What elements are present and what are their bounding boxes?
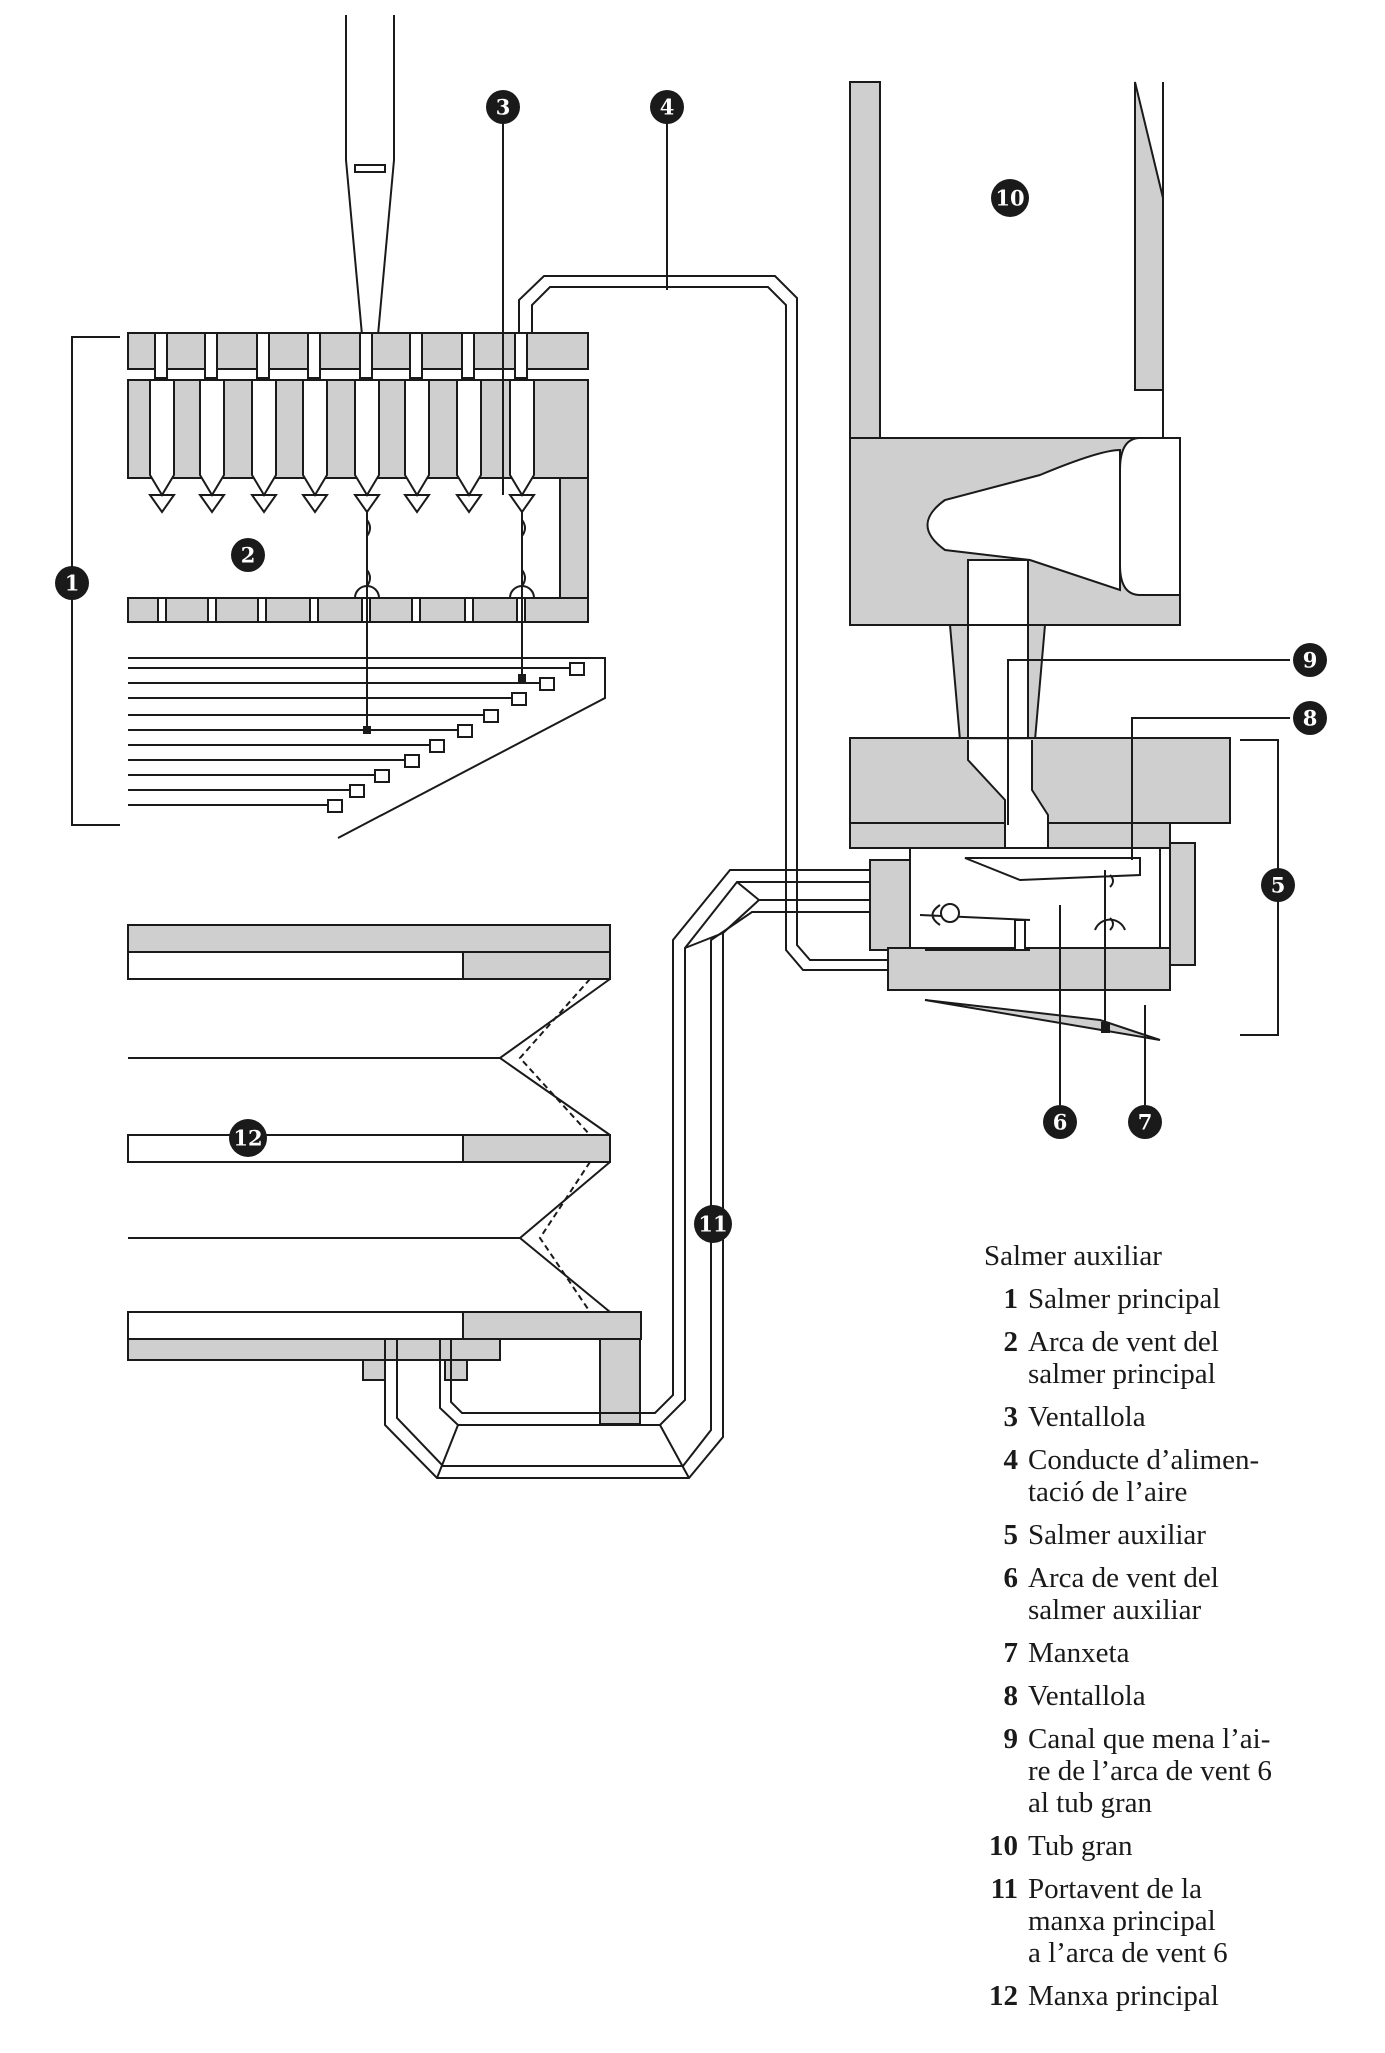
callout-7: 7 bbox=[1128, 1105, 1162, 1139]
legend-item: 11 Portavent de la manxa principal a l’ar… bbox=[984, 1873, 1324, 1969]
legend-item: 12 Manxa principal bbox=[984, 1980, 1324, 2012]
legend-item-number: 12 bbox=[989, 1980, 1018, 2012]
legend-item-number: 3 bbox=[1003, 1401, 1019, 1433]
svg-text:6: 6 bbox=[1053, 1110, 1068, 1135]
legend-item-label: Arca de vent del salmer principal bbox=[1028, 1326, 1219, 1390]
legend-item-label: Arca de vent del salmer auxiliar bbox=[1028, 1562, 1219, 1626]
legend-item-label: Ventallola bbox=[1028, 1401, 1146, 1433]
big-pipe bbox=[849, 81, 1181, 741]
callout-11: 11 bbox=[694, 1205, 732, 1243]
legend-item-number: 8 bbox=[1003, 1680, 1019, 1712]
legend-item-number: 7 bbox=[1003, 1637, 1019, 1669]
legend-item: 4 Conducte d’alimen- tació de l’aire bbox=[984, 1444, 1324, 1508]
legend-item-label: Salmer auxiliar bbox=[1028, 1519, 1206, 1551]
legend-item: 10 Tub gran bbox=[984, 1830, 1324, 1862]
legend-item: 5 Salmer auxiliar bbox=[984, 1519, 1324, 1551]
auxiliary-windchest bbox=[849, 659, 1290, 1105]
legend-item: 2 Arca de vent del salmer principal bbox=[984, 1326, 1324, 1390]
legend-item: 3 Ventallola bbox=[984, 1401, 1324, 1433]
legend-item-number: 2 bbox=[1003, 1326, 1019, 1358]
legend-item-number: 4 bbox=[1003, 1444, 1019, 1476]
legend-item: 7 Manxeta bbox=[984, 1637, 1324, 1669]
callout-10: 10 bbox=[991, 179, 1029, 217]
svg-text:9: 9 bbox=[1303, 648, 1318, 673]
legend-item-number: 5 bbox=[1003, 1519, 1019, 1551]
legend-item-label: Salmer principal bbox=[1028, 1283, 1221, 1315]
legend-item-label: Manxa principal bbox=[1028, 1980, 1219, 2012]
pipe-top-left bbox=[345, 15, 395, 336]
callout-1: 1 bbox=[55, 566, 89, 600]
wind-conduct bbox=[518, 275, 1010, 971]
callout-6: 6 bbox=[1043, 1105, 1077, 1139]
callout-5: 5 bbox=[1261, 868, 1295, 902]
svg-text:12: 12 bbox=[233, 1126, 262, 1151]
legend-item-label: Canal que mena l’ai- re de l’arca de ven… bbox=[1028, 1723, 1272, 1819]
svg-text:3: 3 bbox=[496, 95, 511, 120]
callout-8: 8 bbox=[1293, 701, 1327, 735]
svg-text:7: 7 bbox=[1138, 1110, 1153, 1135]
legend-item-label: Ventallola bbox=[1028, 1680, 1146, 1712]
pallet-row bbox=[148, 494, 536, 514]
callout-4: 4 bbox=[650, 90, 684, 124]
pipe-foot-row bbox=[149, 332, 535, 497]
wind-trunk bbox=[384, 869, 911, 1479]
svg-text:4: 4 bbox=[660, 95, 675, 120]
legend-item-label: Manxeta bbox=[1028, 1637, 1130, 1669]
main-windchest bbox=[127, 332, 589, 730]
callout-9: 9 bbox=[1293, 643, 1327, 677]
svg-text:10: 10 bbox=[995, 186, 1024, 211]
legend-item-label: Portavent de la manxa principal a l’arca… bbox=[1028, 1873, 1228, 1969]
legend-item-number: 11 bbox=[990, 1873, 1018, 1905]
legend-item-number: 10 bbox=[989, 1830, 1018, 1862]
svg-text:5: 5 bbox=[1271, 873, 1286, 898]
main-bellows bbox=[127, 924, 642, 1425]
legend-item: 9 Canal que mena l’ai- re de l’arca de ve… bbox=[984, 1723, 1324, 1819]
legend-item: 6 Arca de vent del salmer auxiliar bbox=[984, 1562, 1324, 1626]
legend-item: 1 Salmer principal bbox=[984, 1283, 1324, 1315]
callout-2: 2 bbox=[231, 538, 265, 572]
callout-3: 3 bbox=[486, 90, 520, 124]
keyboard bbox=[128, 657, 606, 839]
svg-text:2: 2 bbox=[241, 543, 256, 568]
legend-item-label: Conducte d’alimen- tació de l’aire bbox=[1028, 1444, 1260, 1508]
svg-text:11: 11 bbox=[698, 1212, 727, 1237]
legend-item-label: Tub gran bbox=[1028, 1830, 1133, 1862]
legend-title: Salmer auxiliar bbox=[984, 1240, 1162, 1272]
legend-item: 8 Ventallola bbox=[984, 1680, 1324, 1712]
legend-item-number: 9 bbox=[1003, 1723, 1019, 1755]
legend-item-number: 1 bbox=[1003, 1283, 1019, 1315]
svg-text:1: 1 bbox=[65, 571, 80, 596]
svg-text:8: 8 bbox=[1303, 706, 1318, 731]
legend-item-number: 6 bbox=[1003, 1562, 1019, 1594]
callout-12: 12 bbox=[229, 1119, 267, 1157]
